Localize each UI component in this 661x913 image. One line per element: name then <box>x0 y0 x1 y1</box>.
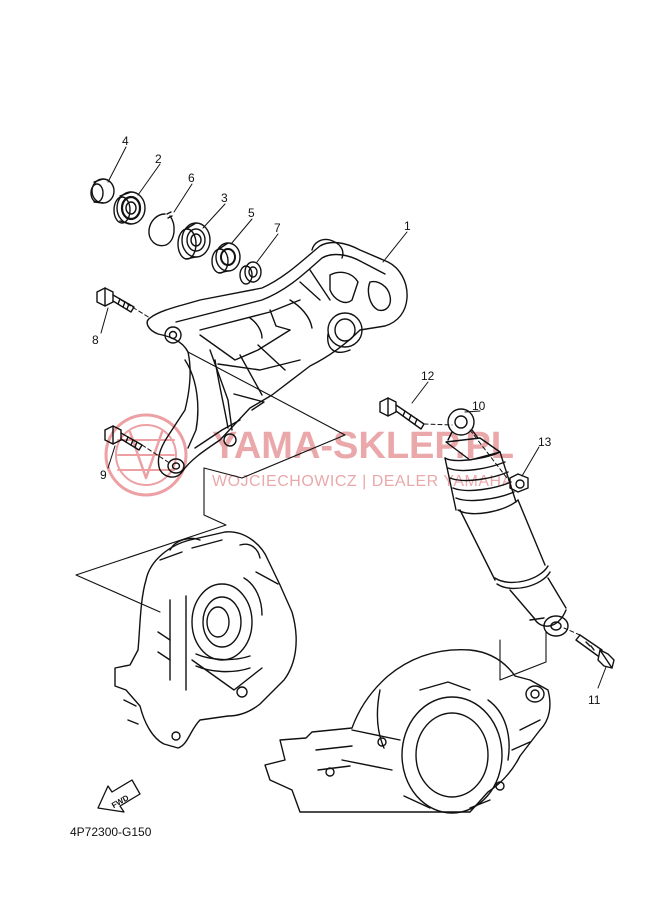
watermark: YAMA-SKLEP.PL WOJCIECHOWICZ | DEALER YAM… <box>104 413 514 497</box>
watermark-logo <box>104 413 188 497</box>
fwd-arrow-icon: FWD <box>97 779 141 813</box>
part-4-collar <box>90 178 115 204</box>
callout-6: 6 <box>188 171 195 185</box>
callout-1: 1 <box>404 219 411 233</box>
callout-8: 8 <box>92 333 99 347</box>
callout-13: 13 <box>538 435 552 449</box>
part-5-oil-seal <box>211 242 241 274</box>
part-11-bolt <box>575 634 615 669</box>
callout-5: 5 <box>248 206 255 220</box>
callout-3: 3 <box>221 191 228 205</box>
callout-10: 10 <box>472 399 486 413</box>
part-1-rear-arm <box>146 238 408 478</box>
callout-9: 9 <box>100 468 107 482</box>
part-12-bolt <box>379 397 425 430</box>
callout-leaders <box>100 146 607 689</box>
part-9-bolt <box>104 425 143 451</box>
part-13-nut <box>509 473 529 493</box>
callout-4: 4 <box>122 134 129 148</box>
callout-2: 2 <box>155 152 162 166</box>
callout-7: 7 <box>274 221 281 235</box>
part-7-collar <box>239 261 262 285</box>
part-6-circlip <box>148 211 175 247</box>
diagram-code: 4P72300-G150 <box>70 825 152 839</box>
crankcase-left <box>114 531 297 749</box>
callout-11: 11 <box>588 693 601 707</box>
part-3-bearing <box>177 222 211 260</box>
part-8-bolt <box>96 287 135 313</box>
part-2-oil-seal <box>113 191 146 225</box>
leader-lines <box>120 299 581 636</box>
watermark-sub-text: WOJCIECHOWICZ | DEALER YAMAHA <box>212 473 513 490</box>
watermark-main-text: YAMA-SKLEP.PL <box>212 425 514 467</box>
crankcase-right <box>264 649 551 814</box>
callout-labels: 4 2 6 3 5 7 1 8 9 12 10 13 11 <box>92 134 601 707</box>
callout-12: 12 <box>421 369 435 383</box>
part-10-rear-shock <box>444 408 569 637</box>
